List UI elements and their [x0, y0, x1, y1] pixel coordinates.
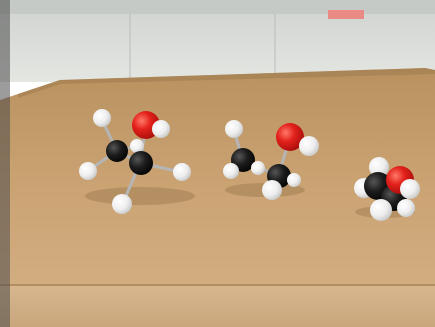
ball-and-stick-model-left [79, 109, 191, 214]
hydrogen-atom [112, 194, 132, 214]
hydrogen-atom [299, 136, 319, 156]
hydrogen-atom [251, 161, 265, 175]
hydrogen-atom [370, 199, 392, 221]
hydrogen-atom [223, 163, 239, 179]
hydrogen-atom [173, 163, 191, 181]
carbon-atom [129, 151, 153, 175]
ball-and-stick-model-middle [223, 120, 319, 200]
hydrogen-atom [130, 139, 144, 153]
hydrogen-atom [79, 162, 97, 180]
hydrogen-atom [287, 173, 301, 187]
table-back-edge [18, 68, 435, 98]
hydrogen-atom [225, 120, 243, 138]
hydrogen-atom [152, 120, 170, 138]
photo-left-border [0, 0, 10, 327]
space-filling-model-right [354, 157, 420, 221]
hydrogen-atom [397, 199, 415, 217]
model-shadow [85, 187, 195, 205]
hydrogen-atom [93, 109, 111, 127]
hydrogen-atom [369, 157, 389, 177]
hydrogen-atom [262, 180, 282, 200]
table-front-edge [0, 285, 435, 327]
oxygen-atom [276, 123, 304, 151]
wall-trim [0, 0, 435, 14]
wall-sticker [328, 10, 364, 19]
carbon-atom [106, 140, 128, 162]
hydrogen-atom [400, 179, 420, 199]
